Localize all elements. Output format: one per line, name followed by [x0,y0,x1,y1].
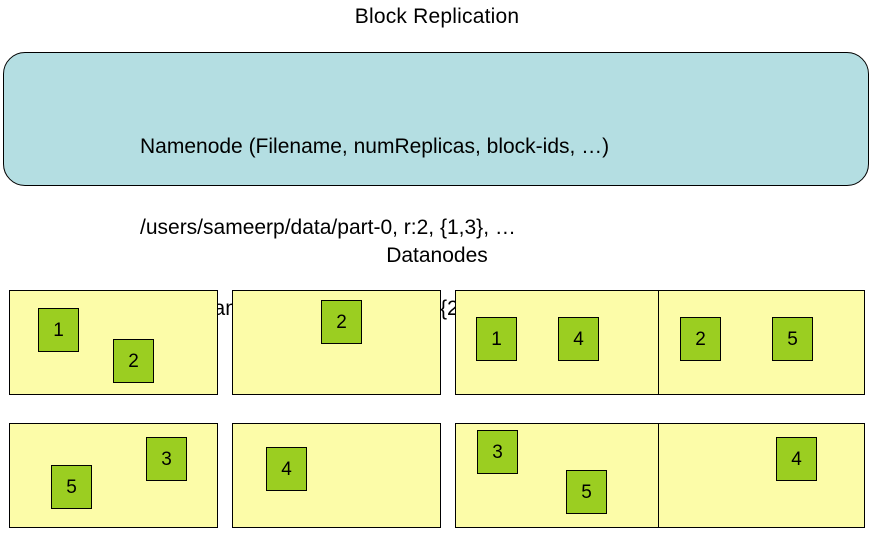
datanode-grid: 1 2 2 1 4 2 5 5 3 4 3 5 4 [0,290,874,536]
namenode-header-line: Namenode (Filename, numReplicas, block-i… [140,135,610,158]
block-replica: 5 [566,470,607,514]
block-replica: 3 [477,430,518,474]
namenode-file-entry-part-0: /users/sameerp/data/part-0, r:2, {1,3}, … [140,216,516,239]
block-replica: 4 [776,437,817,481]
block-replica: 4 [558,317,599,361]
page-title: Block Replication [354,5,520,28]
namenode-box: Namenode (Filename, numReplicas, block-i… [3,52,869,320]
block-replica: 4 [266,447,307,491]
datanode-5: 5 3 [9,423,218,528]
block-replica: 5 [51,465,92,509]
block-replica: 2 [113,339,154,383]
block-replica: 1 [38,308,79,352]
block-replica: 1 [476,317,517,361]
datanode-6: 4 [232,423,441,528]
datanode-1: 1 2 [9,290,218,395]
datanode-3: 1 4 [455,290,664,395]
block-replica: 2 [321,300,362,344]
datanode-2: 2 [232,290,441,395]
datanode-4: 2 5 [658,290,865,395]
datanode-8: 4 [658,423,865,528]
block-replica: 5 [772,317,813,361]
block-replica: 2 [680,317,721,361]
block-replica: 3 [146,437,187,481]
datanodes-section-label: Datanodes [386,244,488,267]
datanode-7: 3 5 [455,423,664,528]
